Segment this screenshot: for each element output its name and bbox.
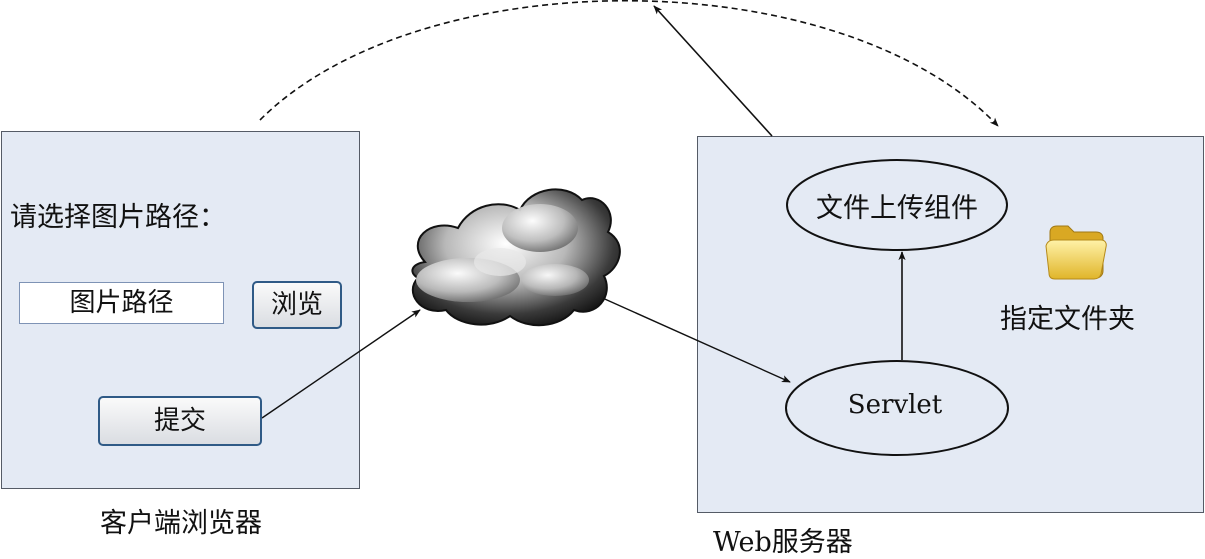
target-folder-label: 指定文件夹 (1000, 304, 1135, 335)
cloud-to-servlet-arrow (597, 295, 791, 383)
cloud-icon (411, 188, 621, 327)
server-to-curve-arrow (653, 5, 773, 137)
path-prompt-label: 请选择图片路径： (10, 202, 226, 233)
folder-icon (1045, 225, 1107, 280)
image-path-input[interactable]: 图片路径 (19, 282, 224, 324)
upload-component-node (786, 159, 1008, 251)
servlet-node (785, 360, 1009, 456)
browse-button[interactable]: 浏览 (252, 281, 342, 329)
submit-to-cloud-arrow (261, 309, 421, 419)
submit-button[interactable]: 提交 (98, 396, 262, 446)
web-server-caption: Web服务器 (713, 527, 853, 558)
client-browser-caption: 客户端浏览器 (100, 508, 262, 539)
upload-component-label: 文件上传组件 (816, 193, 978, 224)
servlet-label: Servlet (847, 390, 943, 420)
dashed-transfer-arrow (259, 0, 999, 127)
